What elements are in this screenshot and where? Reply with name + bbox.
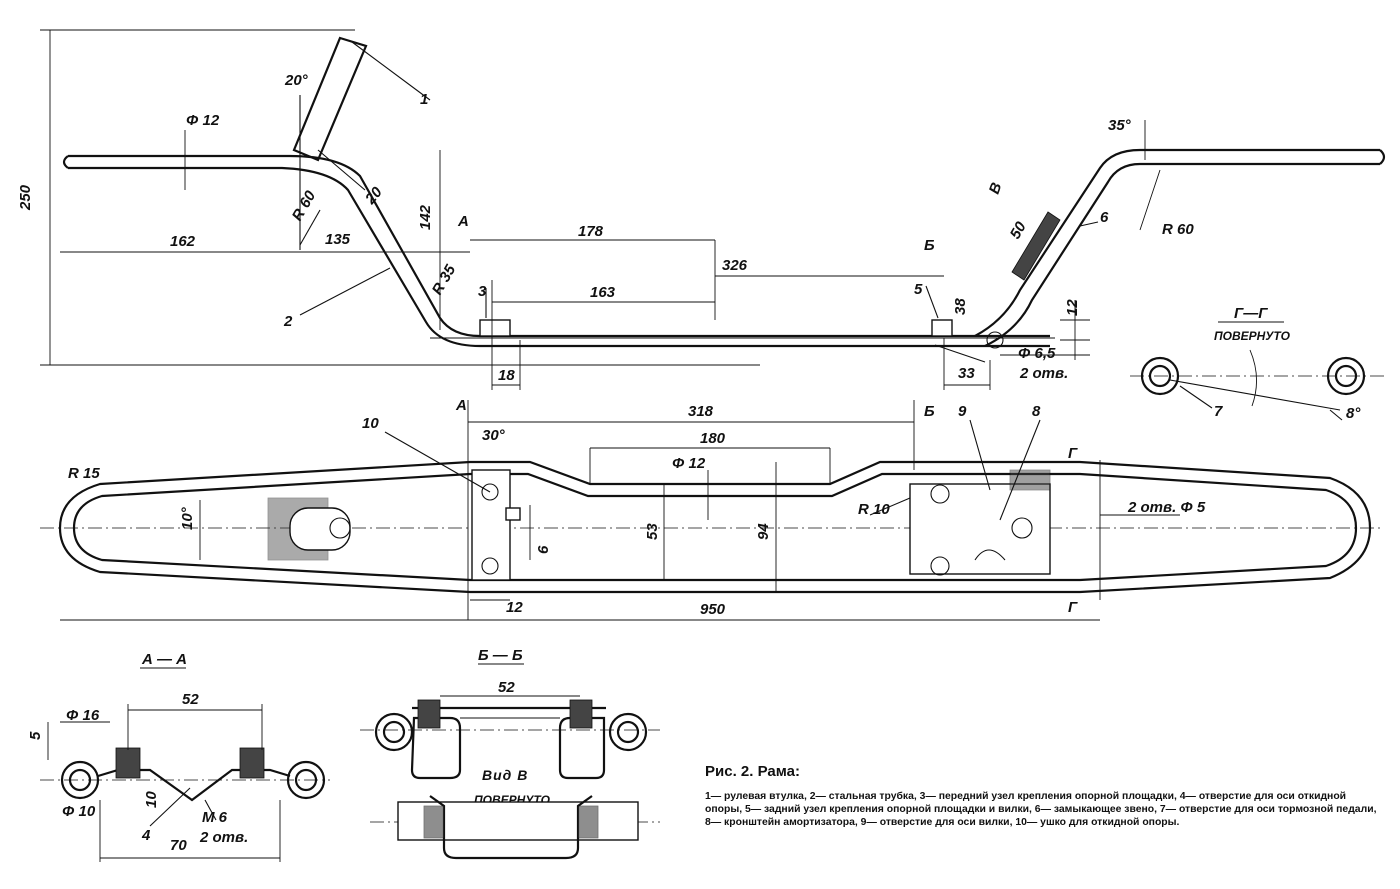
side-view-labels: 250 Φ 12 20° 162 135 R 60 20 142 R 35 17… [17, 72, 1194, 384]
front-tube [68, 154, 1050, 338]
caption-text: 1— рулевая втулка, 2— стальная трубка, 3… [705, 791, 1377, 828]
callout-8: 8 [1032, 403, 1041, 420]
dim-angle-30: 30° [482, 427, 506, 444]
dim-135: 135 [325, 231, 351, 248]
shock-bracket [909, 483, 1051, 575]
section-mark-a-plan: А [455, 397, 467, 414]
section-g-g: Г—Г ПОВЕРНУТО 8° 7 [1130, 305, 1385, 422]
steering-sleeve [292, 36, 368, 162]
dim-50: 50 [1007, 218, 1030, 242]
eyelet-plate [471, 469, 511, 581]
section-mark-g-upper: Г [1068, 445, 1078, 462]
section-g-title: Г—Г [1234, 305, 1268, 322]
dim-142: 142 [417, 204, 434, 230]
rear-mount-plate [931, 319, 953, 337]
dim-326: 326 [722, 257, 748, 274]
view-v: Вид В ПОВЕРНУТО [370, 767, 660, 860]
plan-view-labels: 318 30° 180 Φ 12 R 15 10° 53 94 R 10 6 1… [68, 397, 1206, 618]
section-b-title: Б — Б [478, 647, 523, 664]
callout-9: 9 [958, 403, 967, 420]
section-a-dim-5: 5 [27, 731, 44, 740]
callout-6: 6 [1100, 209, 1109, 226]
section-a-dim-m6: M 6 [202, 809, 228, 826]
dim-phi65: Φ 6,5 [1018, 345, 1056, 362]
dim-180: 180 [700, 430, 726, 447]
dim-53: 53 [644, 523, 661, 540]
section-mark-a-top: А [457, 213, 469, 230]
dim-r60-rear: R 60 [1162, 221, 1194, 238]
dim-r10: R 10 [858, 501, 890, 518]
dim-phi12: Φ 12 [186, 112, 220, 129]
section-a-dim-phi10: Φ 10 [62, 803, 96, 820]
section-a-dim-phi16: Φ 16 [66, 707, 100, 724]
section-mark-g-lower: Г [1068, 599, 1078, 616]
section-g-angle: 8° [1346, 405, 1361, 422]
dim-18: 18 [498, 367, 515, 384]
dim-12-plan: 12 [506, 599, 523, 616]
plan-view [40, 400, 1380, 621]
view-mark-v: В [986, 180, 1006, 196]
rear-tube [974, 148, 1380, 337]
side-view [40, 29, 1386, 390]
figure-caption: Рис. 2. Рама: 1— рулевая втулка, 2— стал… [705, 763, 1385, 829]
section-a-dim-52: 52 [182, 691, 199, 708]
dim-178: 178 [578, 223, 604, 240]
dim-r15: R 15 [68, 465, 100, 482]
dim-angle-35: 35° [1108, 117, 1132, 134]
frame-loop-inner [72, 472, 1358, 582]
section-mark-b-plan: Б [924, 403, 935, 420]
dim-950: 950 [700, 601, 726, 618]
section-b-b: Б — Б 52 [360, 647, 660, 780]
callout-1: 1 [420, 91, 428, 108]
section-a-title: А — А [141, 651, 187, 668]
note-2-holes: 2 отв. [1019, 365, 1068, 382]
dim-6: 6 [535, 545, 552, 554]
callout-5: 5 [914, 281, 923, 298]
callout-7: 7 [1214, 403, 1223, 420]
section-a-dim-10: 10 [143, 791, 160, 808]
section-a-dim-70: 70 [170, 837, 187, 854]
note-2-holes-phi5: 2 отв. Φ 5 [1127, 499, 1206, 516]
dim-318: 318 [688, 403, 714, 420]
dim-angle-10: 10° [179, 506, 196, 530]
callout-10: 10 [362, 415, 379, 432]
callout-2: 2 [283, 313, 293, 330]
dim-94: 94 [755, 523, 772, 540]
dim-33: 33 [958, 365, 975, 382]
dim-r35: R 35 [429, 261, 460, 298]
dim-162: 162 [170, 233, 196, 250]
dim-163: 163 [590, 284, 616, 301]
view-v-title: Вид В [482, 767, 528, 783]
dim-phi12-plan: Φ 12 [672, 455, 706, 472]
dim-12-side: 12 [1064, 299, 1081, 316]
caption-title: Рис. 2. Рама: [705, 763, 800, 780]
dim-38: 38 [952, 298, 969, 315]
section-g-note: ПОВЕРНУТО [1214, 329, 1291, 343]
dim-250: 250 [17, 184, 34, 211]
closing-link [1011, 211, 1061, 281]
callout-3: 3 [478, 283, 487, 300]
dim-angle-20: 20° [284, 72, 309, 89]
front-mount-plate [479, 319, 511, 337]
section-mark-b-top: Б [924, 237, 935, 254]
section-a-a: А — А 52 5 Φ 16 Φ 10 10 M 6 2 отв. 70 4 [27, 651, 330, 862]
section-a-note-holes: 2 отв. [199, 829, 248, 846]
frame-loop-outer [58, 460, 1372, 594]
callout-4: 4 [141, 827, 151, 844]
section-b-dim-52: 52 [498, 679, 515, 696]
